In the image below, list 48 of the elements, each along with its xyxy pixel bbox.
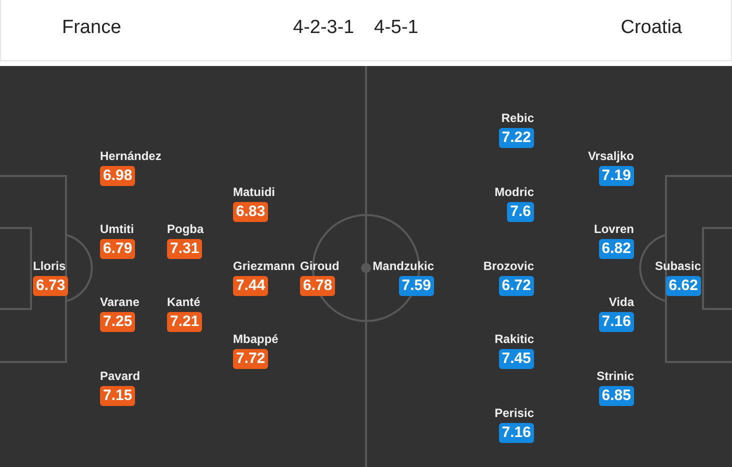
player-name: Umtiti	[100, 222, 134, 237]
player-name: Mbappé	[233, 332, 278, 347]
player-name: Rebic	[501, 111, 534, 126]
rating-badge: 6.82	[598, 239, 634, 259]
rating-badge: 7.21	[167, 312, 202, 332]
rating-badge: 6.85	[598, 386, 634, 406]
player-name: Matuidi	[233, 185, 275, 200]
player-name: Pavard	[100, 369, 140, 384]
rating-badge: 7.44	[233, 276, 268, 296]
team-name: Croatia	[620, 16, 682, 40]
player-name: Kanté	[167, 295, 200, 310]
rating-badge: 7.31	[167, 239, 202, 259]
rating-badge: 6.98	[100, 166, 136, 186]
rating-badge: 6.79	[100, 239, 136, 259]
rating-badge: 7.72	[233, 349, 268, 369]
player-name: Griezmann	[233, 259, 296, 274]
rating-badge: 7.25	[100, 312, 136, 332]
rating-badge: 6.83	[233, 202, 268, 222]
player-name: Mandzukic	[372, 259, 434, 274]
rating-badge: 7.45	[498, 349, 534, 369]
rating-badge: 6.62	[666, 276, 701, 296]
formation: 4-5-1	[374, 16, 418, 40]
player-name: Hernández	[100, 149, 162, 164]
player-name: Strinic	[596, 369, 634, 384]
player-name: Lovren	[594, 222, 634, 237]
player-name: Varane	[100, 295, 140, 310]
rating-badge: 7.15	[100, 386, 136, 406]
rating-badge: 6.73	[33, 276, 68, 296]
player-name: Lloris	[33, 259, 66, 274]
player-name: Vrsaljko	[588, 149, 634, 164]
rating-badge: 7.59	[398, 276, 434, 296]
player-name: Pogba	[167, 222, 204, 237]
rating-badge: 6.78	[300, 276, 336, 296]
player-name: Brozovic	[483, 259, 534, 274]
rating-badge: 6.72	[498, 276, 534, 296]
formation: 4-2-3-1	[293, 16, 354, 40]
player-name: Rakitic	[494, 332, 534, 347]
player-name: Modric	[494, 185, 534, 200]
rating-badge: 7.19	[598, 166, 634, 186]
player-name: Vida	[608, 295, 634, 310]
rating-badge: 7.22	[498, 128, 534, 148]
rating-badge: 7.16	[498, 423, 534, 443]
team-name: France	[62, 16, 122, 40]
player-name: Giroud	[300, 259, 340, 274]
player-name: Perisic	[494, 406, 534, 421]
rating-badge: 7.16	[598, 312, 634, 332]
rating-badge: 7.6	[507, 202, 534, 222]
player-name: Subasic	[654, 259, 701, 274]
